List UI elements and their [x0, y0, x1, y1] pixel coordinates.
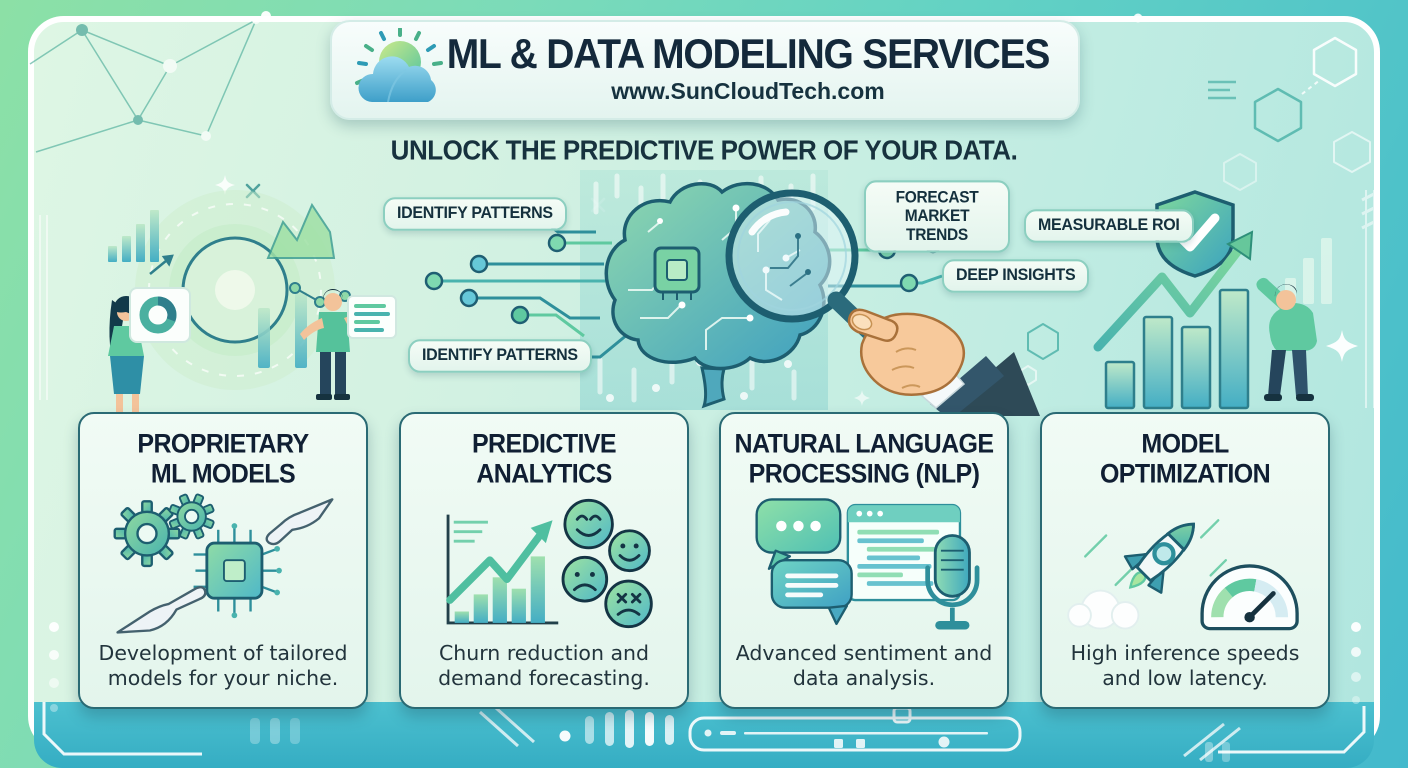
card-title: NATURAL LANGUAGE PROCESSING (NLP): [734, 429, 995, 489]
robot-hand-icon: [116, 586, 207, 634]
code-window-icon: [846, 503, 962, 602]
page-title: ML & DATA MODELING SERVICES: [446, 30, 1051, 78]
gear-icon: [168, 493, 215, 540]
card-title: PREDICTIVE ANALYTICS: [471, 429, 617, 489]
gear-icon: [113, 500, 181, 568]
card-proprietary-ml-models: PROPRIETARY ML MODELS: [78, 412, 368, 709]
card-model-optimization: MODEL OPTIMIZATION: [1040, 412, 1330, 709]
bottom-band-circuit-decor-icon: [42, 702, 1366, 762]
sun-cloud-icon: [355, 28, 443, 103]
card-description: Advanced sentiment and data analysis.: [735, 641, 993, 690]
chat-bubble-icon: [770, 559, 853, 626]
rocket-speed-gauge-icon: [1067, 519, 1299, 631]
speed-gauge-icon: [1200, 564, 1299, 631]
rocket-icon: [1123, 522, 1195, 594]
card-title: PROPRIETARY ML MODELS: [137, 429, 309, 489]
chat-bubble-icon: [755, 498, 842, 570]
website-url: www.SunCloudTech.com: [611, 78, 885, 105]
header-banner: ML & DATA MODELING SERVICES www.SunCloud…: [330, 20, 1080, 120]
card-title: MODEL OPTIMIZATION: [1099, 429, 1271, 489]
gears-chip-robot-hands-icon: [113, 493, 334, 634]
callout-identify-patterns-bottom: IDENTIFY PATTERNS: [408, 339, 592, 373]
growth-chart-sentiment-faces-icon: [446, 498, 653, 629]
card-description: High inference speeds and low latency.: [1070, 641, 1300, 690]
sentiment-faces-icon: [561, 498, 653, 629]
card-predictive-analytics: PREDICTIVE ANALYTICS: [399, 412, 689, 709]
card-description: Churn reduction and demand forecasting.: [438, 641, 650, 690]
bottom-tech-band: [34, 702, 1374, 768]
callout-deep-insights: DEEP INSIGHTS: [942, 259, 1090, 293]
cloud-icon: [1067, 589, 1140, 630]
robot-hand-icon: [265, 498, 334, 546]
callout-forecast-market-trends: FORECAST MARKET TRENDS: [864, 180, 1010, 254]
chat-code-microphone-icon: [755, 498, 980, 630]
card-description: Development of tailored models for your …: [98, 641, 348, 690]
card-nlp: NATURAL LANGUAGE PROCESSING (NLP): [719, 412, 1009, 709]
callout-measurable-roi: MEASURABLE ROI: [1024, 209, 1194, 243]
bars-icon: [454, 556, 545, 623]
tagline: UNLOCK THE PREDICTIVE POWER OF YOUR DATA…: [390, 134, 1018, 166]
chip-icon: [193, 523, 282, 619]
callout-identify-patterns-top: IDENTIFY PATTERNS: [383, 197, 567, 231]
microphone-icon: [925, 534, 980, 630]
